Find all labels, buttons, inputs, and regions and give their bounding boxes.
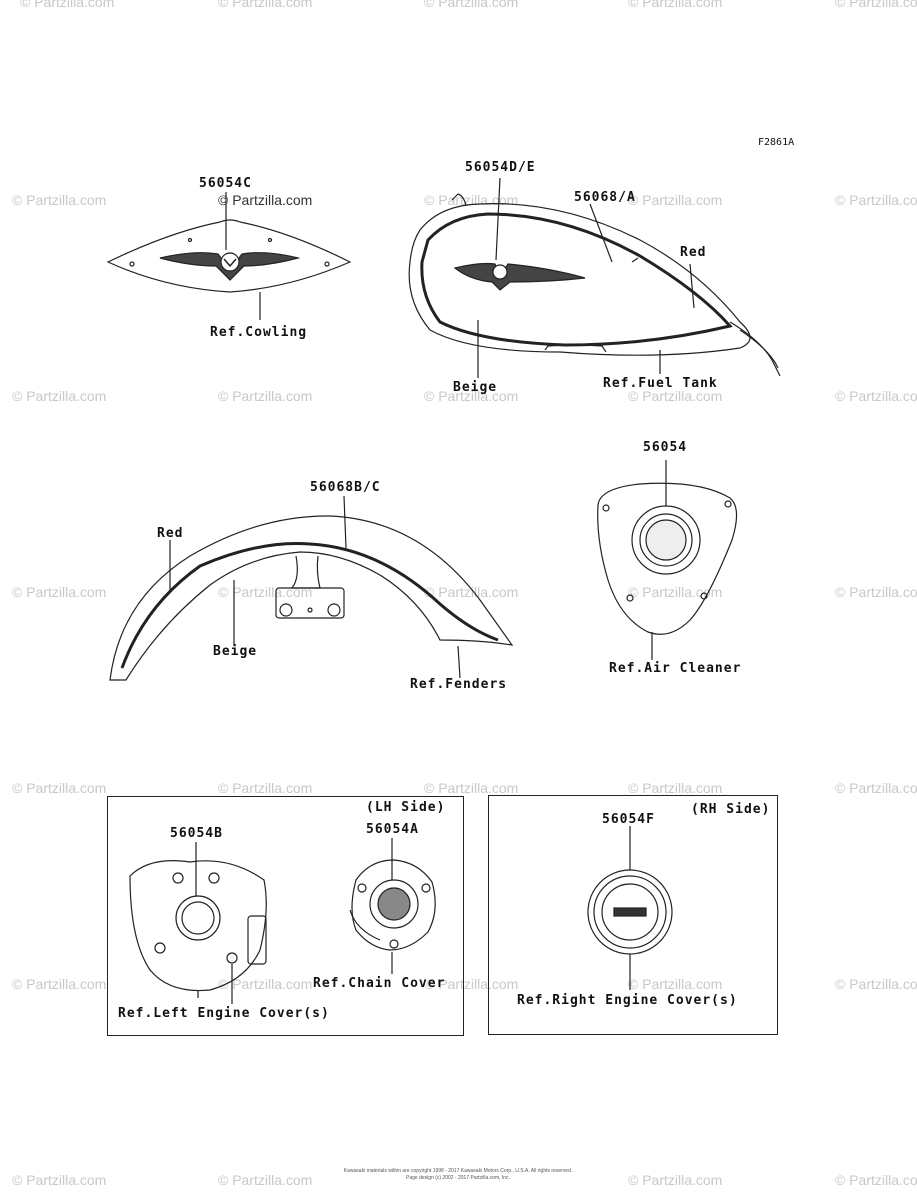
watermark: © Partzilla.com xyxy=(218,976,313,992)
watermark: © Partzilla.com xyxy=(424,584,519,600)
watermark: © Partzilla.com xyxy=(424,976,519,992)
lh-side-label: (LH Side) xyxy=(366,800,446,815)
watermark: © Partzilla.com xyxy=(628,976,723,992)
watermark: © Partzilla.com xyxy=(12,976,107,992)
watermark: © Partzilla.com xyxy=(628,780,723,796)
red-tank-label: Red xyxy=(680,245,707,260)
watermark: © Partzilla.com xyxy=(835,192,917,208)
rh-side-box xyxy=(488,795,778,1035)
watermark: © Partzilla.com xyxy=(12,192,107,208)
cowling-emblem-plate xyxy=(106,219,352,293)
part-56054b-label[interactable]: 56054B xyxy=(170,826,223,841)
ref-right-engine-cover-label: Ref.Right Engine Cover(s) xyxy=(517,993,738,1008)
beige-tank-label: Beige xyxy=(453,380,498,395)
copyright-line-1: Kawasaki materials within are copyright … xyxy=(343,1168,573,1174)
ref-cowling-label: Ref.Cowling xyxy=(210,325,308,340)
part-56054de-label[interactable]: 56054D/E xyxy=(465,160,536,175)
front-fender xyxy=(109,515,514,681)
watermark: © Partzilla.com xyxy=(628,388,723,404)
watermark: © Partzilla.com xyxy=(835,1172,917,1188)
ref-fuel-tank-label: Ref.Fuel Tank xyxy=(603,376,718,391)
watermark: © Partzilla.com xyxy=(835,976,917,992)
watermark: © Partzilla.com xyxy=(424,780,519,796)
watermark: © Partzilla.com xyxy=(628,584,723,600)
part-56054-label[interactable]: 56054 xyxy=(643,440,688,455)
ref-air-cleaner-label: Ref.Air Cleaner xyxy=(609,661,742,676)
watermark: © Partzilla.com xyxy=(218,192,313,208)
watermark: © Partzilla.com xyxy=(424,388,519,404)
watermark: © Partzilla.com xyxy=(12,388,107,404)
air-cleaner-cover xyxy=(597,482,738,635)
watermark: © Partzilla.com xyxy=(835,584,917,600)
watermark: © Partzilla.com xyxy=(20,0,115,10)
red-fender-label: Red xyxy=(157,526,184,541)
watermark: © Partzilla.com xyxy=(12,584,107,600)
watermark: © Partzilla.com xyxy=(835,388,917,404)
beige-fender-label: Beige xyxy=(213,644,258,659)
part-56054a-label[interactable]: 56054A xyxy=(366,822,419,837)
fuel-tank xyxy=(408,193,781,377)
watermark: © Partzilla.com xyxy=(218,0,313,10)
part-56054c-label[interactable]: 56054C xyxy=(199,176,252,191)
chain-cover xyxy=(349,859,436,951)
part-56054f-label[interactable]: 56054F xyxy=(602,812,655,827)
part-56068bc-label[interactable]: 56068B/C xyxy=(310,480,381,495)
copyright-line-2: Page design (c) 2002 - 2017 Partzilla.co… xyxy=(406,1175,510,1181)
watermark: © Partzilla.com xyxy=(628,1172,723,1188)
watermark: © Partzilla.com xyxy=(12,780,107,796)
ref-chain-cover-label: Ref.Chain Cover xyxy=(313,976,446,991)
watermark: © Partzilla.com xyxy=(424,0,519,10)
watermark: © Partzilla.com xyxy=(628,192,723,208)
part-56068a-label[interactable]: 56068/A xyxy=(574,190,636,205)
ref-left-engine-cover-label: Ref.Left Engine Cover(s) xyxy=(118,1006,330,1021)
watermark: © Partzilla.com xyxy=(218,780,313,796)
rh-side-label: (RH Side) xyxy=(691,802,771,817)
watermark: © Partzilla.com xyxy=(628,0,723,10)
watermark: © Partzilla.com xyxy=(835,0,917,10)
ref-fenders-label: Ref.Fenders xyxy=(410,677,508,692)
watermark: © Partzilla.com xyxy=(218,1172,313,1188)
figure-id: F2861A xyxy=(758,137,795,148)
lh-side-box xyxy=(107,796,464,1036)
left-engine-cover xyxy=(129,860,267,998)
watermark: © Partzilla.com xyxy=(218,388,313,404)
watermark: © Partzilla.com xyxy=(835,780,917,796)
watermark: © Partzilla.com xyxy=(12,1172,107,1188)
